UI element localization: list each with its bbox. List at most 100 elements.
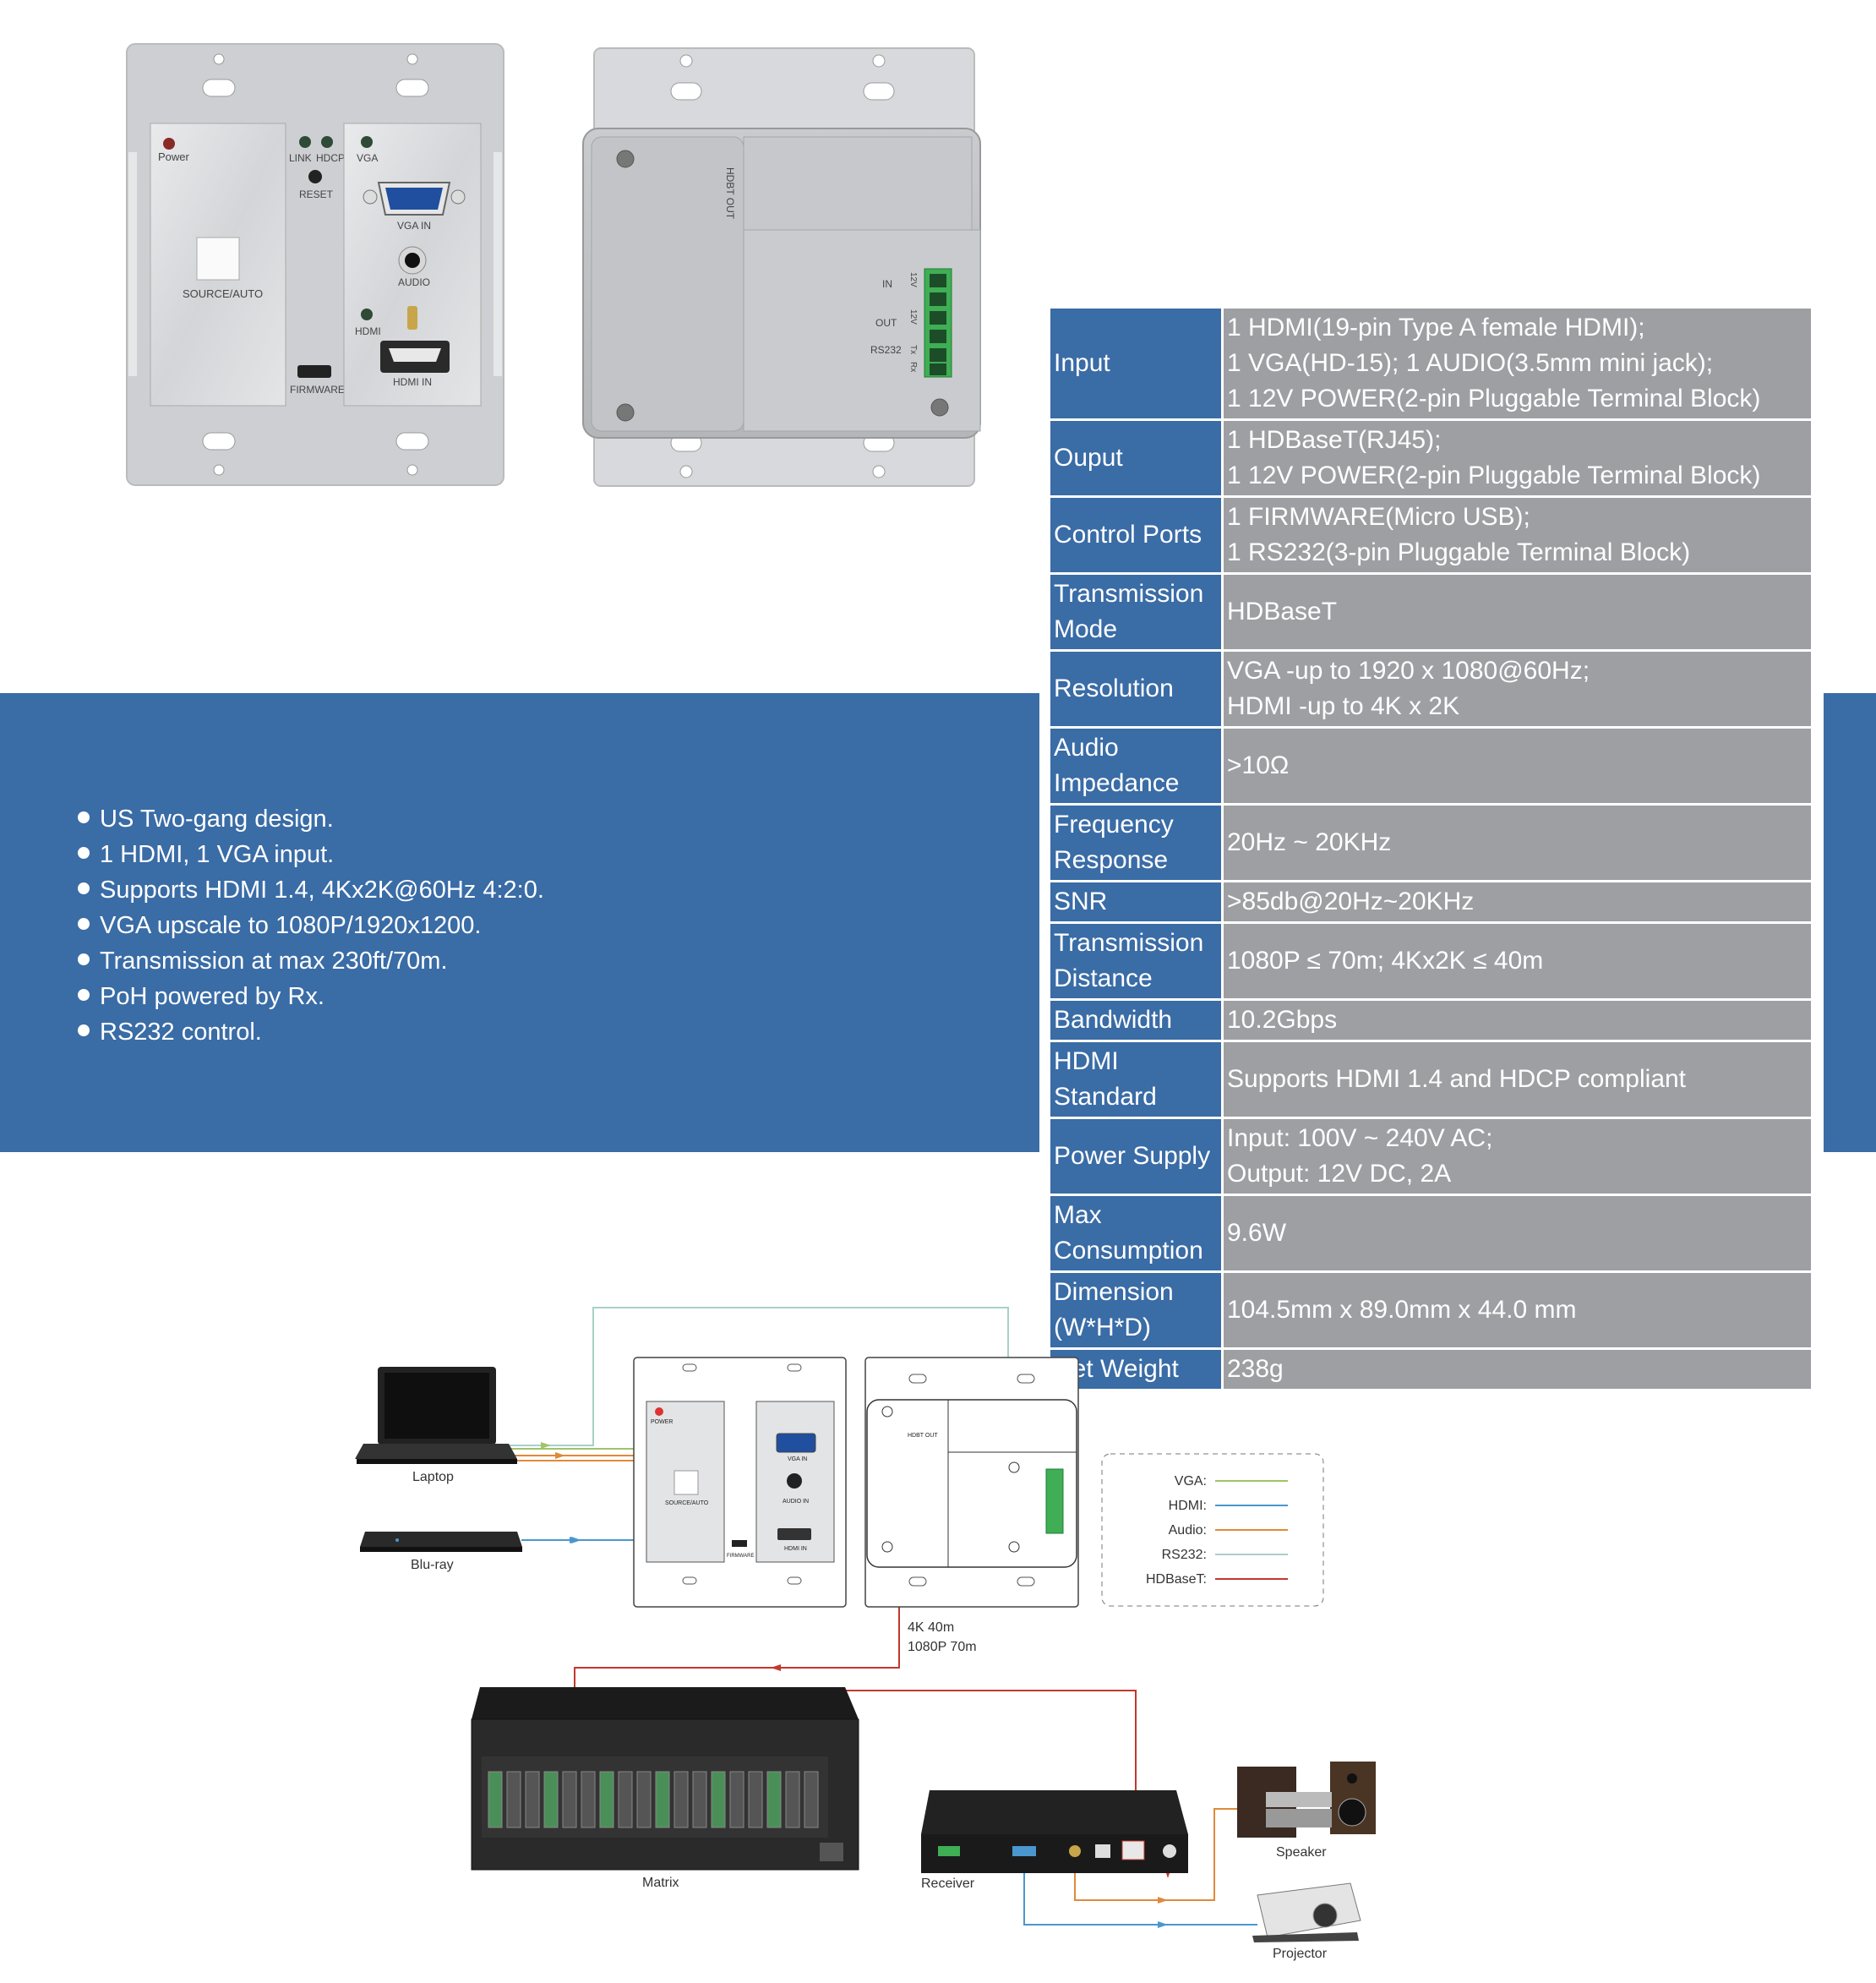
screw-icon bbox=[616, 403, 635, 422]
small-hdbt-label: HDBT OUT bbox=[908, 1433, 938, 1439]
spec-value-line: Input: 100V ~ 240V AC; bbox=[1227, 1124, 1493, 1152]
features-band-edge bbox=[1824, 693, 1876, 1152]
spec-value-line: 20Hz ~ 20KHz bbox=[1227, 828, 1392, 856]
spec-value-line: 1080P ≤ 70m; 4Kx2K ≤ 40m bbox=[1227, 947, 1544, 975]
matrix-card bbox=[506, 1771, 521, 1828]
matrix-card bbox=[581, 1771, 596, 1828]
transmitter-front-small: POWER SOURCE/AUTO VGA IN AUDIO IN HDMI I… bbox=[633, 1357, 847, 1608]
bullet-icon bbox=[78, 1024, 90, 1037]
projector-icon bbox=[1252, 1882, 1361, 1942]
receiver-icon bbox=[921, 1790, 1188, 1873]
firmware-usb-port[interactable] bbox=[297, 365, 331, 378]
cable-legend: VGA:HDMI:Audio:RS232:HDBaseT: bbox=[1101, 1453, 1324, 1607]
matrix-card bbox=[674, 1771, 689, 1828]
spec-value-line: 1 12V POWER(2-pin Pluggable Terminal Blo… bbox=[1227, 385, 1761, 412]
spec-value-line: >85db@20Hz~20KHz bbox=[1227, 888, 1475, 915]
matrix-card bbox=[618, 1771, 633, 1828]
connection-diagram: Laptop Blu-ray POWER SOURCE/AUTO VGA IN … bbox=[355, 1307, 1376, 1961]
spec-value: 1080P ≤ 70m; 4Kx2K ≤ 40m bbox=[1224, 924, 1811, 998]
rx-label: Rx bbox=[908, 362, 918, 372]
matrix-switcher-icon bbox=[471, 1687, 859, 1871]
spec-value-line: 10.2Gbps bbox=[1227, 1006, 1338, 1034]
spec-value: VGA -up to 1920 x 1080@60Hz;HDMI -up to … bbox=[1224, 652, 1811, 726]
rs232-label: RS232 bbox=[870, 344, 902, 356]
spec-value: 1 HDBaseT(RJ45);1 12V POWER(2-pin Plugga… bbox=[1224, 421, 1811, 495]
matrix-card bbox=[636, 1771, 652, 1828]
v12-out-label: 12V bbox=[908, 309, 918, 325]
spec-value-line: 238g bbox=[1227, 1355, 1284, 1383]
laptop-label: Laptop bbox=[412, 1470, 454, 1484]
power-label: Power bbox=[158, 150, 190, 163]
bluray-player-icon bbox=[360, 1532, 522, 1552]
spec-row: SNR>85db@20Hz~20KHz bbox=[1050, 882, 1811, 921]
back-wall-plate: HDBT OUT IN OUT RS232 12V 12V Tx Rx bbox=[582, 47, 981, 487]
small-power-label: POWER bbox=[651, 1419, 673, 1425]
projector-label: Projector bbox=[1273, 1947, 1328, 1961]
spec-key: Transmission Distance bbox=[1050, 924, 1221, 998]
spec-key: Control Ports bbox=[1050, 498, 1221, 572]
matrix-card bbox=[525, 1771, 540, 1828]
matrix-card bbox=[748, 1771, 763, 1828]
small-firmware-label: FIRMWARE bbox=[727, 1554, 754, 1559]
bullet-icon bbox=[78, 882, 90, 895]
hdmi-label: HDMI bbox=[355, 325, 381, 337]
matrix-card bbox=[785, 1771, 800, 1828]
spec-key: Ouput bbox=[1050, 421, 1221, 495]
spec-row: Dimension (W*H*D)104.5mm x 89.0mm x 44.0… bbox=[1050, 1273, 1811, 1347]
bullet-icon bbox=[78, 847, 90, 860]
vga-in-port[interactable] bbox=[363, 182, 466, 216]
source-auto-button[interactable] bbox=[196, 237, 240, 281]
feature-item: 1 HDMI, 1 VGA input. bbox=[78, 837, 544, 872]
legend-label: Audio: bbox=[1169, 1523, 1207, 1538]
matrix-label: Matrix bbox=[642, 1876, 679, 1890]
spec-value-line: 1 HDBaseT(RJ45); bbox=[1227, 426, 1442, 454]
transmitter-back-small: HDBT OUT bbox=[864, 1357, 1079, 1608]
distance-4k-label: 4K 40m bbox=[908, 1620, 954, 1635]
front-wall-plate: Power SOURCE/AUTO LINK HDCP RESET FIRMWA… bbox=[126, 43, 504, 486]
bluray-label: Blu-ray bbox=[411, 1558, 454, 1572]
vga-label: VGA bbox=[357, 152, 378, 164]
spec-row: Audio Impedance>10Ω bbox=[1050, 729, 1811, 803]
spec-value-line: VGA -up to 1920 x 1080@60Hz; bbox=[1227, 657, 1590, 685]
spec-key: Resolution bbox=[1050, 652, 1221, 726]
bullet-icon bbox=[78, 811, 90, 824]
feature-item: VGA upscale to 1080P/1920x1200. bbox=[78, 908, 544, 943]
hdmi-in-label: HDMI IN bbox=[393, 376, 432, 388]
spec-value: 1 FIRMWARE(Micro USB);1 RS232(3-pin Plug… bbox=[1224, 498, 1811, 572]
spec-key: Power Supply bbox=[1050, 1119, 1221, 1194]
v12-in-label: 12V bbox=[908, 272, 918, 287]
spec-value: >85db@20Hz~20KHz bbox=[1224, 882, 1811, 921]
bullet-icon bbox=[78, 918, 90, 931]
speaker-label: Speaker bbox=[1276, 1845, 1327, 1860]
bullet-icon bbox=[78, 989, 90, 1002]
distance-1080-label: 1080P 70m bbox=[908, 1640, 977, 1654]
feature-item: PoH powered by Rx. bbox=[78, 979, 544, 1014]
reset-button[interactable] bbox=[308, 170, 322, 183]
spec-value-line: 104.5mm x 89.0mm x 44.0 mm bbox=[1227, 1296, 1577, 1324]
legend-label: VGA: bbox=[1175, 1474, 1207, 1489]
reset-label: RESET bbox=[299, 188, 334, 200]
spec-value: 10.2Gbps bbox=[1224, 1001, 1811, 1040]
spec-key: Input bbox=[1050, 309, 1221, 418]
matrix-card bbox=[692, 1771, 707, 1828]
matrix-card bbox=[766, 1771, 782, 1828]
spec-key: Transmission Mode bbox=[1050, 575, 1221, 649]
spec-value: 20Hz ~ 20KHz bbox=[1224, 806, 1811, 880]
matrix-card bbox=[543, 1771, 559, 1828]
spec-value-line: HDBaseT bbox=[1227, 598, 1338, 625]
laptop-icon bbox=[355, 1367, 517, 1464]
hdmi-in-port[interactable] bbox=[380, 341, 450, 373]
matrix-card bbox=[711, 1771, 726, 1828]
power-in-label: IN bbox=[882, 278, 892, 290]
matrix-card bbox=[655, 1771, 670, 1828]
projector-cable bbox=[1023, 1855, 1257, 1926]
spec-value: HDBaseT bbox=[1224, 575, 1811, 649]
vga-led-icon bbox=[361, 136, 373, 148]
spec-key: Max Consumption bbox=[1050, 1196, 1221, 1270]
